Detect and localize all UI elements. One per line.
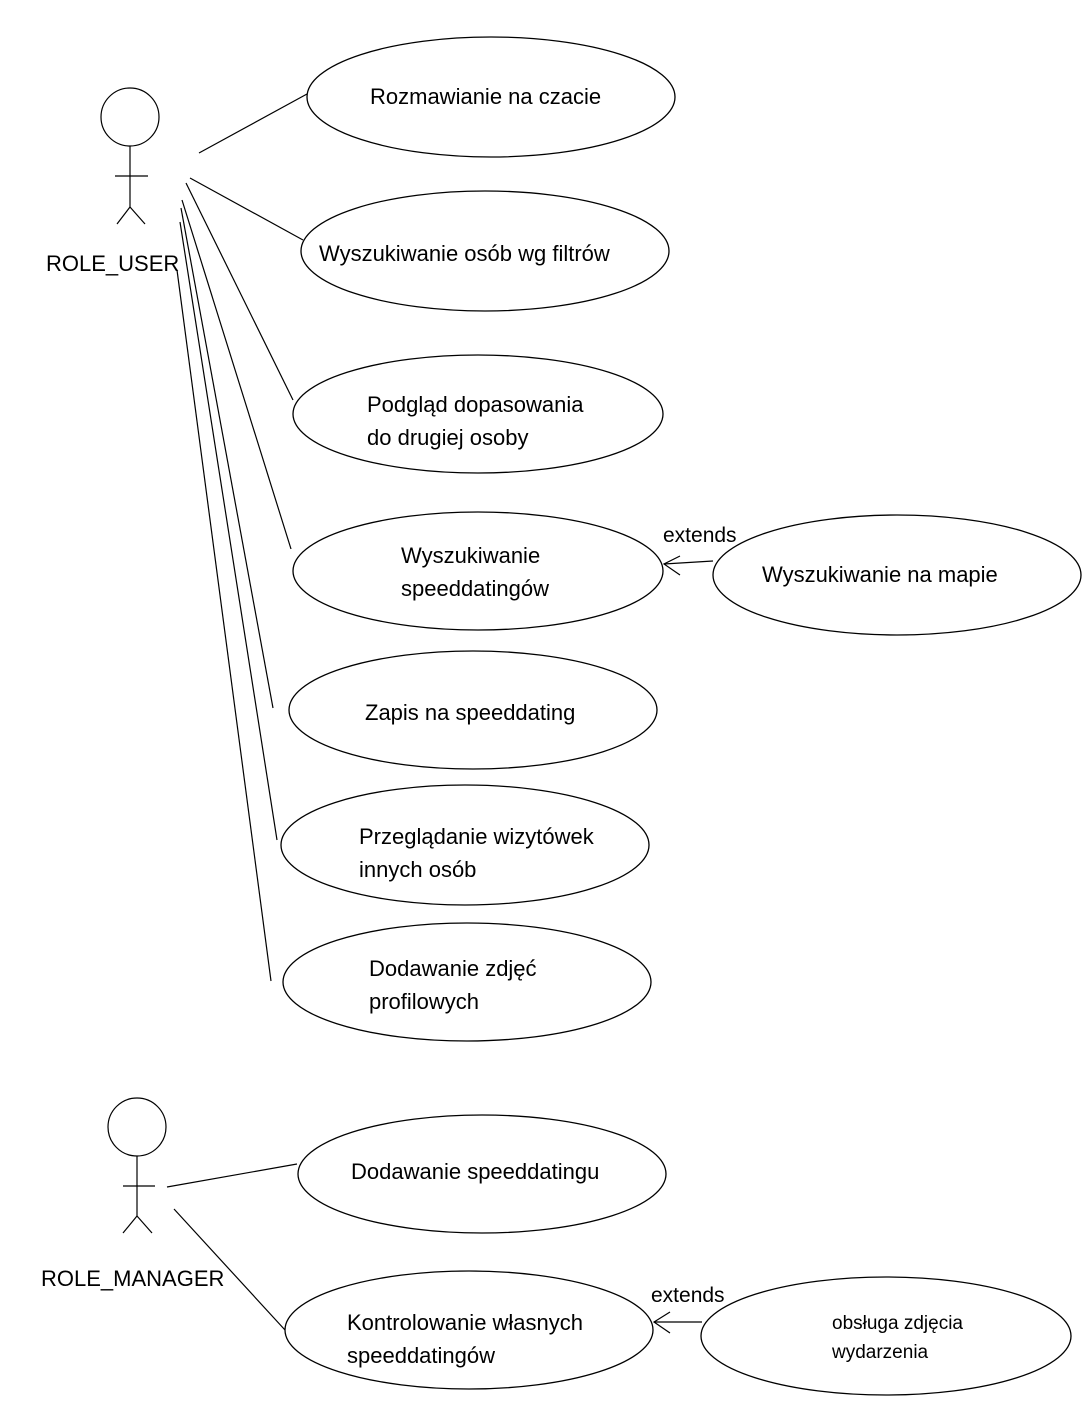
use-case-add-photos-line-2: profilowych bbox=[369, 989, 479, 1014]
extends-label-event-photo: extends bbox=[651, 1284, 725, 1307]
use-case-search-speeddatings-line-2: speeddatingów bbox=[401, 576, 549, 601]
extends-line-map bbox=[663, 560, 714, 565]
use-case-search-filters: Wyszukiwanie osób wg filtrów bbox=[300, 190, 670, 312]
use-case-search-filters-ellipse bbox=[300, 190, 670, 312]
assoc-chat bbox=[198, 93, 308, 154]
extends-arrowhead-map bbox=[662, 555, 681, 576]
assoc-add-photos bbox=[176, 269, 272, 982]
assoc-match-preview bbox=[185, 182, 294, 401]
use-case-signup-speeddating-ellipse bbox=[288, 650, 658, 770]
actor-manager-head bbox=[107, 1097, 167, 1157]
use-case-signup-speeddating-text: Zapis na speeddating bbox=[365, 700, 575, 725]
use-case-control-own-ellipse bbox=[284, 1270, 654, 1390]
use-case-chat: Rozmawianie na czacie bbox=[306, 36, 676, 158]
extends-arrowhead-event-photo bbox=[652, 1311, 671, 1334]
use-case-add-photos: Dodawanie zdjęć profilowych bbox=[282, 922, 652, 1042]
actor-role-user: ROLE_USER bbox=[46, 87, 179, 276]
use-case-match-preview-line-2: do drugiej osoby bbox=[367, 425, 528, 450]
actor-user-head bbox=[100, 87, 160, 147]
use-case-control-own-line-2: speeddatingów bbox=[347, 1343, 495, 1368]
use-case-match-preview-line-1: Podgląd dopasowania bbox=[367, 392, 584, 417]
actor-user-left-leg bbox=[116, 206, 131, 225]
use-case-search-speeddatings: Wyszukiwanie speeddatingów bbox=[292, 511, 664, 631]
actor-manager-left-leg bbox=[122, 1215, 138, 1234]
extends-label-map: extends bbox=[663, 524, 737, 547]
use-case-search-map-ellipse bbox=[712, 514, 1082, 636]
use-case-browse-cards-ellipse bbox=[280, 784, 650, 906]
use-case-add-speeddating: Dodawanie speeddatingu bbox=[297, 1114, 667, 1234]
assoc-search-filters bbox=[189, 177, 304, 241]
use-case-search-map-text: Wyszukiwanie na mapie bbox=[762, 562, 998, 587]
actor-role-manager: ROLE_MANAGER bbox=[41, 1097, 224, 1291]
use-case-chat-ellipse bbox=[306, 36, 676, 158]
use-case-add-speeddating-ellipse bbox=[297, 1114, 667, 1234]
use-case-event-photo: obsługa zdjęcia wydarzenia bbox=[700, 1276, 1072, 1396]
use-case-browse-cards: Przeglądanie wizytówek innych osób bbox=[280, 784, 650, 906]
use-case-browse-cards-line-1: Przeglądanie wizytówek bbox=[359, 824, 595, 849]
actor-user-label: ROLE_USER bbox=[46, 251, 179, 276]
use-case-browse-cards-line-2: innych osób bbox=[359, 857, 476, 882]
use-case-signup-speeddating: Zapis na speeddating bbox=[288, 650, 658, 770]
use-case-search-speeddatings-ellipse bbox=[292, 511, 664, 631]
extends-relation-map: extends bbox=[662, 524, 737, 576]
use-case-control-own-line-1: Kontrolowanie własnych bbox=[347, 1310, 583, 1335]
use-case-add-photos-ellipse bbox=[282, 922, 652, 1042]
use-case-event-photo-line-2: wydarzenia bbox=[831, 1342, 929, 1363]
actor-user-right-leg bbox=[129, 206, 146, 225]
use-case-search-speeddatings-line-1: Wyszukiwanie bbox=[401, 543, 540, 568]
use-case-search-map: Wyszukiwanie na mapie bbox=[712, 514, 1082, 636]
assoc-add-speeddating bbox=[166, 1163, 298, 1188]
use-case-control-own: Kontrolowanie własnych speeddatingów bbox=[284, 1270, 654, 1390]
manager-associations bbox=[166, 1163, 298, 1331]
assoc-control-own bbox=[173, 1208, 286, 1331]
use-case-event-photo-ellipse bbox=[700, 1276, 1072, 1396]
user-associations bbox=[176, 93, 308, 982]
assoc-signup-speeddating bbox=[180, 207, 274, 709]
use-case-match-preview-ellipse bbox=[292, 354, 664, 474]
actor-manager-label: ROLE_MANAGER bbox=[41, 1266, 224, 1291]
assoc-search-speeddatings bbox=[181, 199, 292, 550]
use-case-event-photo-line-1: obsługa zdjęcia bbox=[832, 1313, 963, 1334]
use-case-chat-text: Rozmawianie na czacie bbox=[370, 84, 601, 109]
use-case-search-filters-text: Wyszukiwanie osób wg filtrów bbox=[319, 241, 610, 266]
use-case-match-preview: Podgląd dopasowania do drugiej osoby bbox=[292, 354, 664, 474]
use-case-add-photos-line-1: Dodawanie zdjęć bbox=[369, 956, 537, 981]
actor-manager-right-leg bbox=[136, 1215, 153, 1234]
extends-relation-event-photo: extends bbox=[651, 1284, 725, 1334]
use-case-add-speeddating-text: Dodawanie speeddatingu bbox=[351, 1159, 599, 1184]
assoc-browse-cards bbox=[179, 221, 278, 841]
